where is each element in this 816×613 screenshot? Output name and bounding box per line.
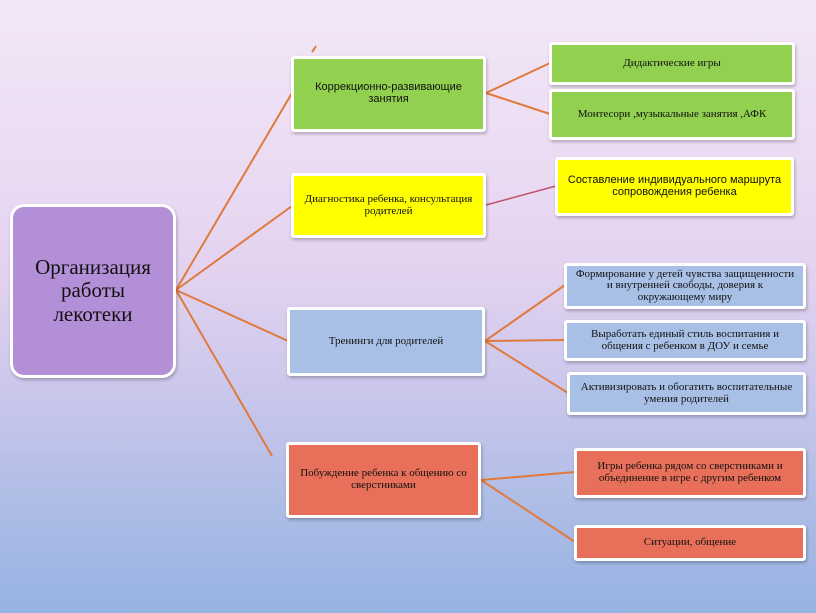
root-node: Организация работы лекотеки (10, 204, 176, 378)
connector-branch-4-to-leaf-2 (480, 479, 576, 543)
connector-branch-2-to-leaf-1 (485, 185, 557, 206)
leaf-parent-skills: Активизировать и обогатить воспитательны… (567, 372, 806, 415)
leaf-label: Дидактические игры (623, 56, 721, 69)
leaf-label: Ситуации, общение (643, 536, 737, 549)
branch-label: Тренинги для родителей (328, 334, 444, 347)
leaf-label: Выработать единый стиль воспитания и общ… (591, 327, 779, 352)
connector-root-to-branch-3 (175, 289, 289, 342)
leaf-label: Монтесори ,музыкальные занятия ,АФК (577, 107, 767, 120)
branch-label: Коррекционно-развивающие занятия (315, 81, 462, 105)
leaf-label: Составление индивидуального маршрута соп… (567, 173, 782, 198)
connector-branch-4-to-leaf-1 (480, 471, 576, 481)
leaf-peer-games: Игры ребенка рядом со сверстниками и объ… (574, 448, 806, 498)
leaf-label: Активизировать и обогатить воспитательны… (580, 380, 793, 405)
branch-label: Диагностика ребенка, консультация родите… (304, 192, 473, 217)
branch-label: Побуждение ребенка к общению со сверстни… (300, 467, 467, 491)
connector-root-to-branch-4 (175, 289, 273, 457)
leaf-individual-route: Составление индивидуального маршрута соп… (555, 157, 794, 216)
connector-branch-1-to-leaf-1 (485, 62, 551, 94)
connector-branch-3-to-leaf-2 (484, 339, 566, 342)
connector-root-to-branch-2 (175, 205, 293, 291)
connector-branch-3-to-leaf-3 (484, 340, 569, 394)
leaf-montessori: Монтесори ,музыкальные занятия ,АФК (549, 89, 795, 140)
root-label: Организация работы лекотеки (35, 255, 151, 326)
leaf-situations: Ситуации, общение (574, 525, 806, 561)
leaf-didactic-games: Дидактические игры (549, 42, 795, 85)
branch-peer-communication: Побуждение ребенка к общению со сверстни… (286, 442, 481, 518)
connector-root-to-branch-1 (175, 92, 293, 291)
branch-diagnostics: Диагностика ребенка, консультация родите… (291, 173, 486, 238)
leaf-security-feeling: Формирование у детей чувства защищенност… (564, 263, 806, 309)
leaf-unified-style: Выработать единый стиль воспитания и общ… (564, 320, 806, 361)
connector-branch-3-to-leaf-1 (484, 284, 566, 342)
branch-correction-classes: Коррекционно-развивающие занятия (291, 56, 486, 132)
connector-tick (311, 45, 317, 53)
leaf-label: Формирование у детей чувства защищенност… (575, 267, 795, 303)
connector-branch-1-to-leaf-2 (485, 92, 551, 115)
branch-parent-trainings: Тренинги для родителей (287, 307, 485, 376)
leaf-label: Игры ребенка рядом со сверстниками и объ… (597, 460, 783, 484)
